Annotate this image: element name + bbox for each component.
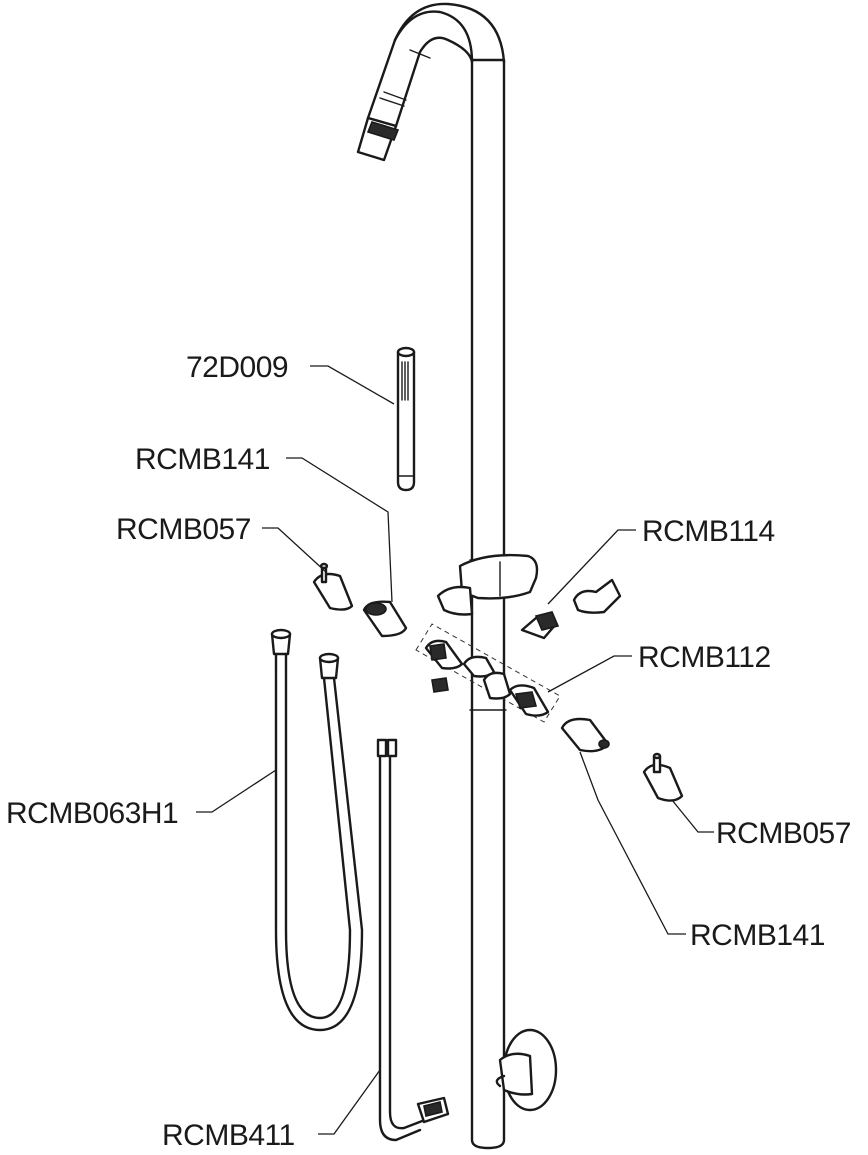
- cartridge-right: [560, 717, 610, 753]
- label-handle-right: RCMB057: [716, 817, 851, 850]
- label-cartridge-right: RCMB141: [690, 919, 825, 952]
- valve-body: [415, 623, 561, 723]
- leader-cartridge-left: [286, 457, 393, 603]
- handle-right: [642, 752, 684, 802]
- wall-outlet: [495, 1028, 558, 1112]
- label-hand-shower: 72D009: [186, 351, 288, 384]
- shower-column: [356, 2, 507, 1150]
- leader-handle-right: [671, 799, 714, 833]
- leader-connector: [547, 529, 636, 605]
- label-valve-body: RCMB112: [638, 641, 771, 674]
- leader-cartridge-right: [579, 751, 686, 935]
- leader-handle-left: [262, 527, 327, 573]
- slide-bracket: [436, 553, 539, 616]
- leader-valve-body: [547, 655, 632, 693]
- label-hose: RCMB063H1: [6, 797, 178, 830]
- hand-shower: [396, 346, 416, 492]
- supply-hoses: [376, 738, 450, 1142]
- leader-supply-hoses: [318, 1069, 381, 1135]
- label-cartridge-left: RCMB141: [135, 443, 270, 476]
- leader-hand-shower: [310, 365, 395, 405]
- leader-hose: [196, 769, 277, 813]
- label-connector: RCMB114: [642, 515, 775, 548]
- hose: [270, 628, 364, 1032]
- label-supply-hoses: RCMB411: [162, 1119, 295, 1152]
- handle-left: [312, 562, 354, 611]
- connector: [520, 578, 622, 640]
- label-handle-left: RCMB057: [116, 513, 251, 546]
- cartridge-left: [362, 600, 408, 638]
